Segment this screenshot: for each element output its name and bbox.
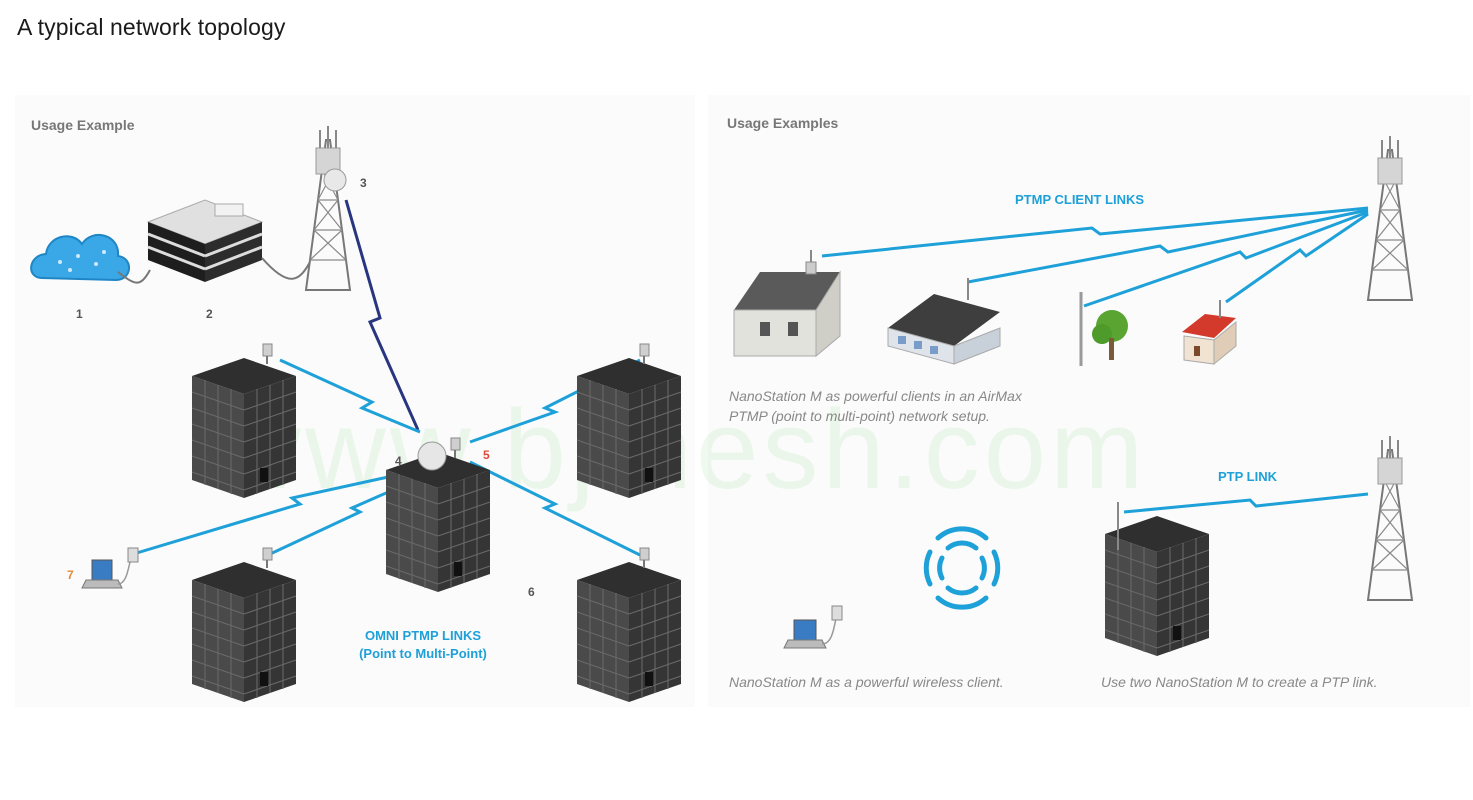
caption-ptp: Use two NanoStation M to create a PTP li… xyxy=(1101,674,1378,690)
antenna-icon xyxy=(262,343,273,365)
backhaul-link xyxy=(344,199,420,431)
antenna-icon xyxy=(639,343,650,365)
server-icon xyxy=(146,199,264,282)
laptop-icon xyxy=(81,547,139,589)
wifi-signal-icon xyxy=(923,526,1001,610)
building-icon xyxy=(576,357,682,499)
label-5: 5 xyxy=(483,448,490,462)
house-icon xyxy=(887,278,1001,365)
house-icon xyxy=(733,250,841,358)
caption-ptmp-line2: PTMP (point to multi-point) network setu… xyxy=(729,408,990,424)
dish-icon xyxy=(417,441,447,471)
cloud-icon xyxy=(30,234,130,282)
ptmp-client-links-label: PTMP CLIENT LINKS xyxy=(1015,192,1145,207)
omni-ptmp-subtitle: (Point to Multi-Point) xyxy=(359,646,487,661)
label-7: 7 xyxy=(67,568,74,582)
label-2: 2 xyxy=(206,307,213,321)
label-4: 4 xyxy=(395,454,402,468)
building-icon xyxy=(1104,515,1210,657)
omni-ptmp-title: OMNI PTMP LINKS xyxy=(364,628,482,643)
ptp-link-label: PTP LINK xyxy=(1218,469,1277,484)
ptp-link xyxy=(1123,492,1369,514)
laptop-icon xyxy=(783,605,843,649)
page-title: A typical network topology xyxy=(17,14,286,40)
tower-icon xyxy=(1367,435,1413,601)
cable xyxy=(261,257,311,280)
cable xyxy=(117,269,151,284)
label-1: 1 xyxy=(76,307,83,321)
caption-ptmp-line1: NanoStation M as powerful clients in an … xyxy=(729,388,1022,404)
building-icon xyxy=(576,561,682,703)
house-icon xyxy=(1182,300,1237,366)
antenna-icon xyxy=(450,437,461,459)
ptmp-client-links xyxy=(821,206,1369,308)
building-icon xyxy=(385,451,491,593)
label-3: 3 xyxy=(360,176,367,190)
right-panel xyxy=(708,95,1470,707)
tower-icon xyxy=(1367,135,1413,301)
tree-icon xyxy=(1092,310,1128,360)
usage-example-label: Usage Example xyxy=(31,117,135,133)
usage-examples-label: Usage Examples xyxy=(727,115,839,131)
tower-icon xyxy=(305,125,351,291)
building-icon xyxy=(191,357,297,499)
caption-wireless-client: NanoStation M as a powerful wireless cli… xyxy=(729,674,1004,690)
building-icon xyxy=(191,561,297,703)
dish-icon xyxy=(323,168,347,192)
antenna-icon xyxy=(262,547,273,569)
antenna-icon xyxy=(639,547,650,569)
label-6: 6 xyxy=(528,585,535,599)
